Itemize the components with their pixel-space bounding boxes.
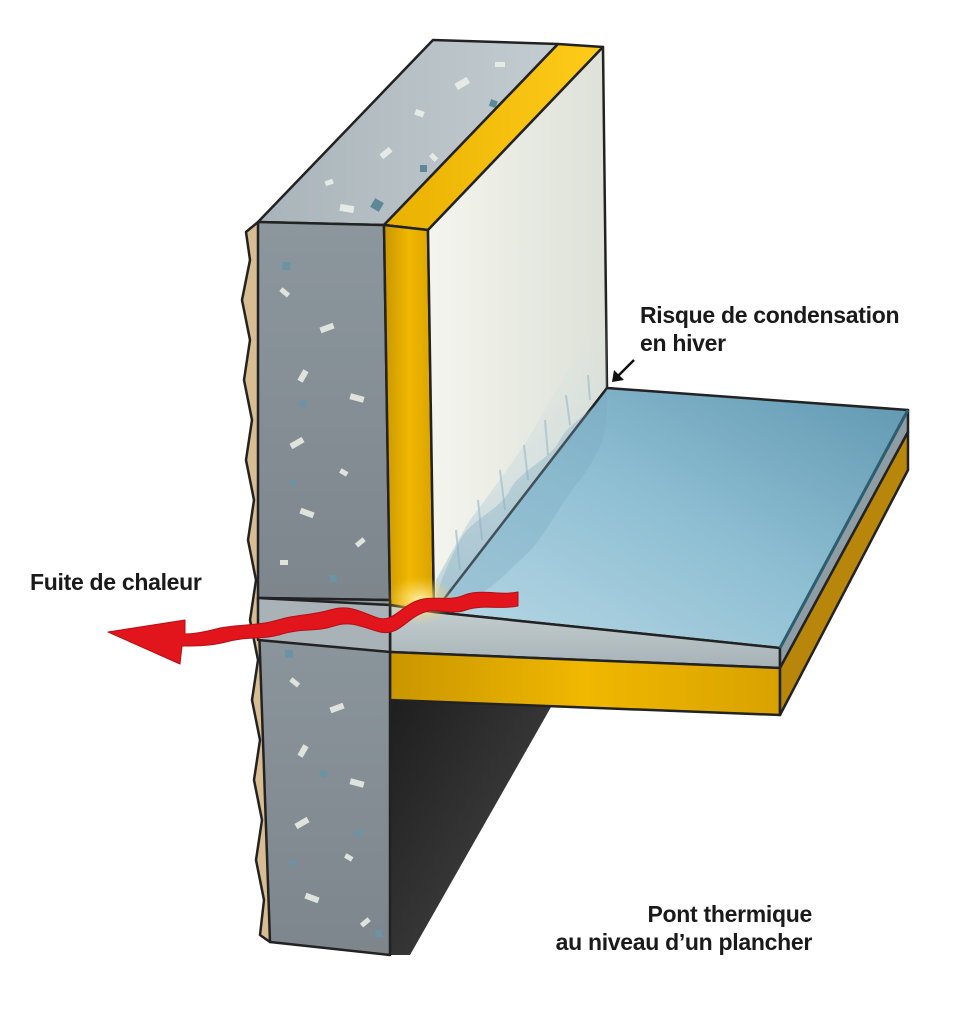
shadow-under-floor (390, 675, 555, 955)
interior-wall-face (426, 45, 609, 614)
condensation-pointer-arrow (612, 359, 635, 382)
floor-slab (388, 386, 910, 717)
condensation-risk-line-2: en hiver (640, 330, 726, 356)
insulation-front-upper (382, 223, 436, 614)
condensation-risk-label: Risque de condensation en hiver (640, 301, 900, 357)
diagram-title-line-1: Pont thermique (647, 901, 813, 927)
concrete-wall-front-lower (256, 596, 392, 957)
concrete-wall-front-upper (256, 220, 392, 602)
heat-leak-arrow (107, 591, 519, 665)
diagram-title: Pont thermique au niveau d’un plancher (555, 900, 813, 956)
diagram-title-line-2: au niveau d’un plancher (555, 929, 813, 955)
heat-leak-label: Fuite de chaleur (30, 569, 202, 595)
condensation-risk-line-1: Risque de condensation (640, 302, 900, 328)
